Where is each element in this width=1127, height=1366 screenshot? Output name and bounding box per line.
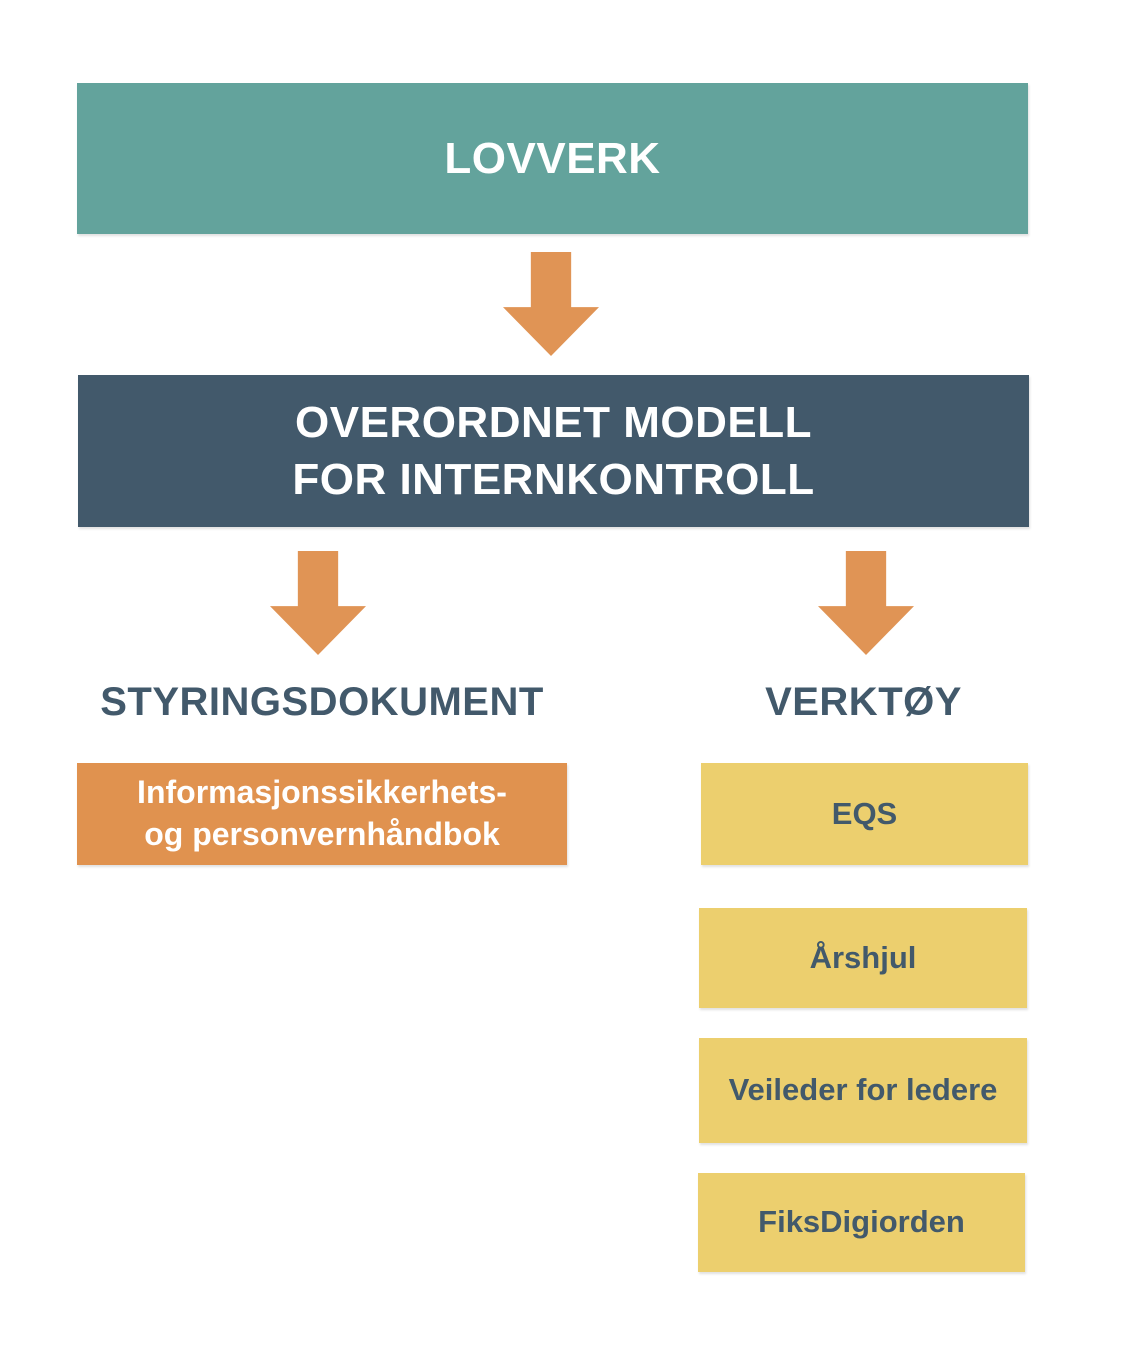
tool-label: Årshjul [809,939,917,975]
down-arrow-icon [818,551,914,655]
down-arrow-icon [270,551,366,655]
handbok-label: Informasjonssikkerhets- og personvernhån… [137,774,507,852]
lovverk-box: LOVVERK [77,83,1028,234]
tool-box-veileder: Veileder for ledere [699,1038,1027,1143]
tool-label: Veileder for ledere [728,1072,998,1108]
down-arrow-icon [503,252,599,356]
tool-label: EQS [831,795,898,831]
tool-box-fiksdigiorden: FiksDigiorden [698,1173,1025,1272]
verktoy-heading: VERKTØY [765,679,962,724]
tool-box-eqs: EQS [701,763,1028,865]
handbok-box: Informasjonssikkerhets- og personvernhån… [77,763,567,865]
lovverk-label: LOVVERK [444,133,661,183]
tool-box-arshjul: Årshjul [699,908,1027,1008]
tool-label: FiksDigiorden [758,1204,965,1240]
model-box-label: OVERORDNET MODELL FOR INTERNKONTROLL [292,397,815,504]
model-box: OVERORDNET MODELL FOR INTERNKONTROLL [78,375,1029,527]
styringsdokument-heading: STYRINGSDOKUMENT [100,679,544,724]
